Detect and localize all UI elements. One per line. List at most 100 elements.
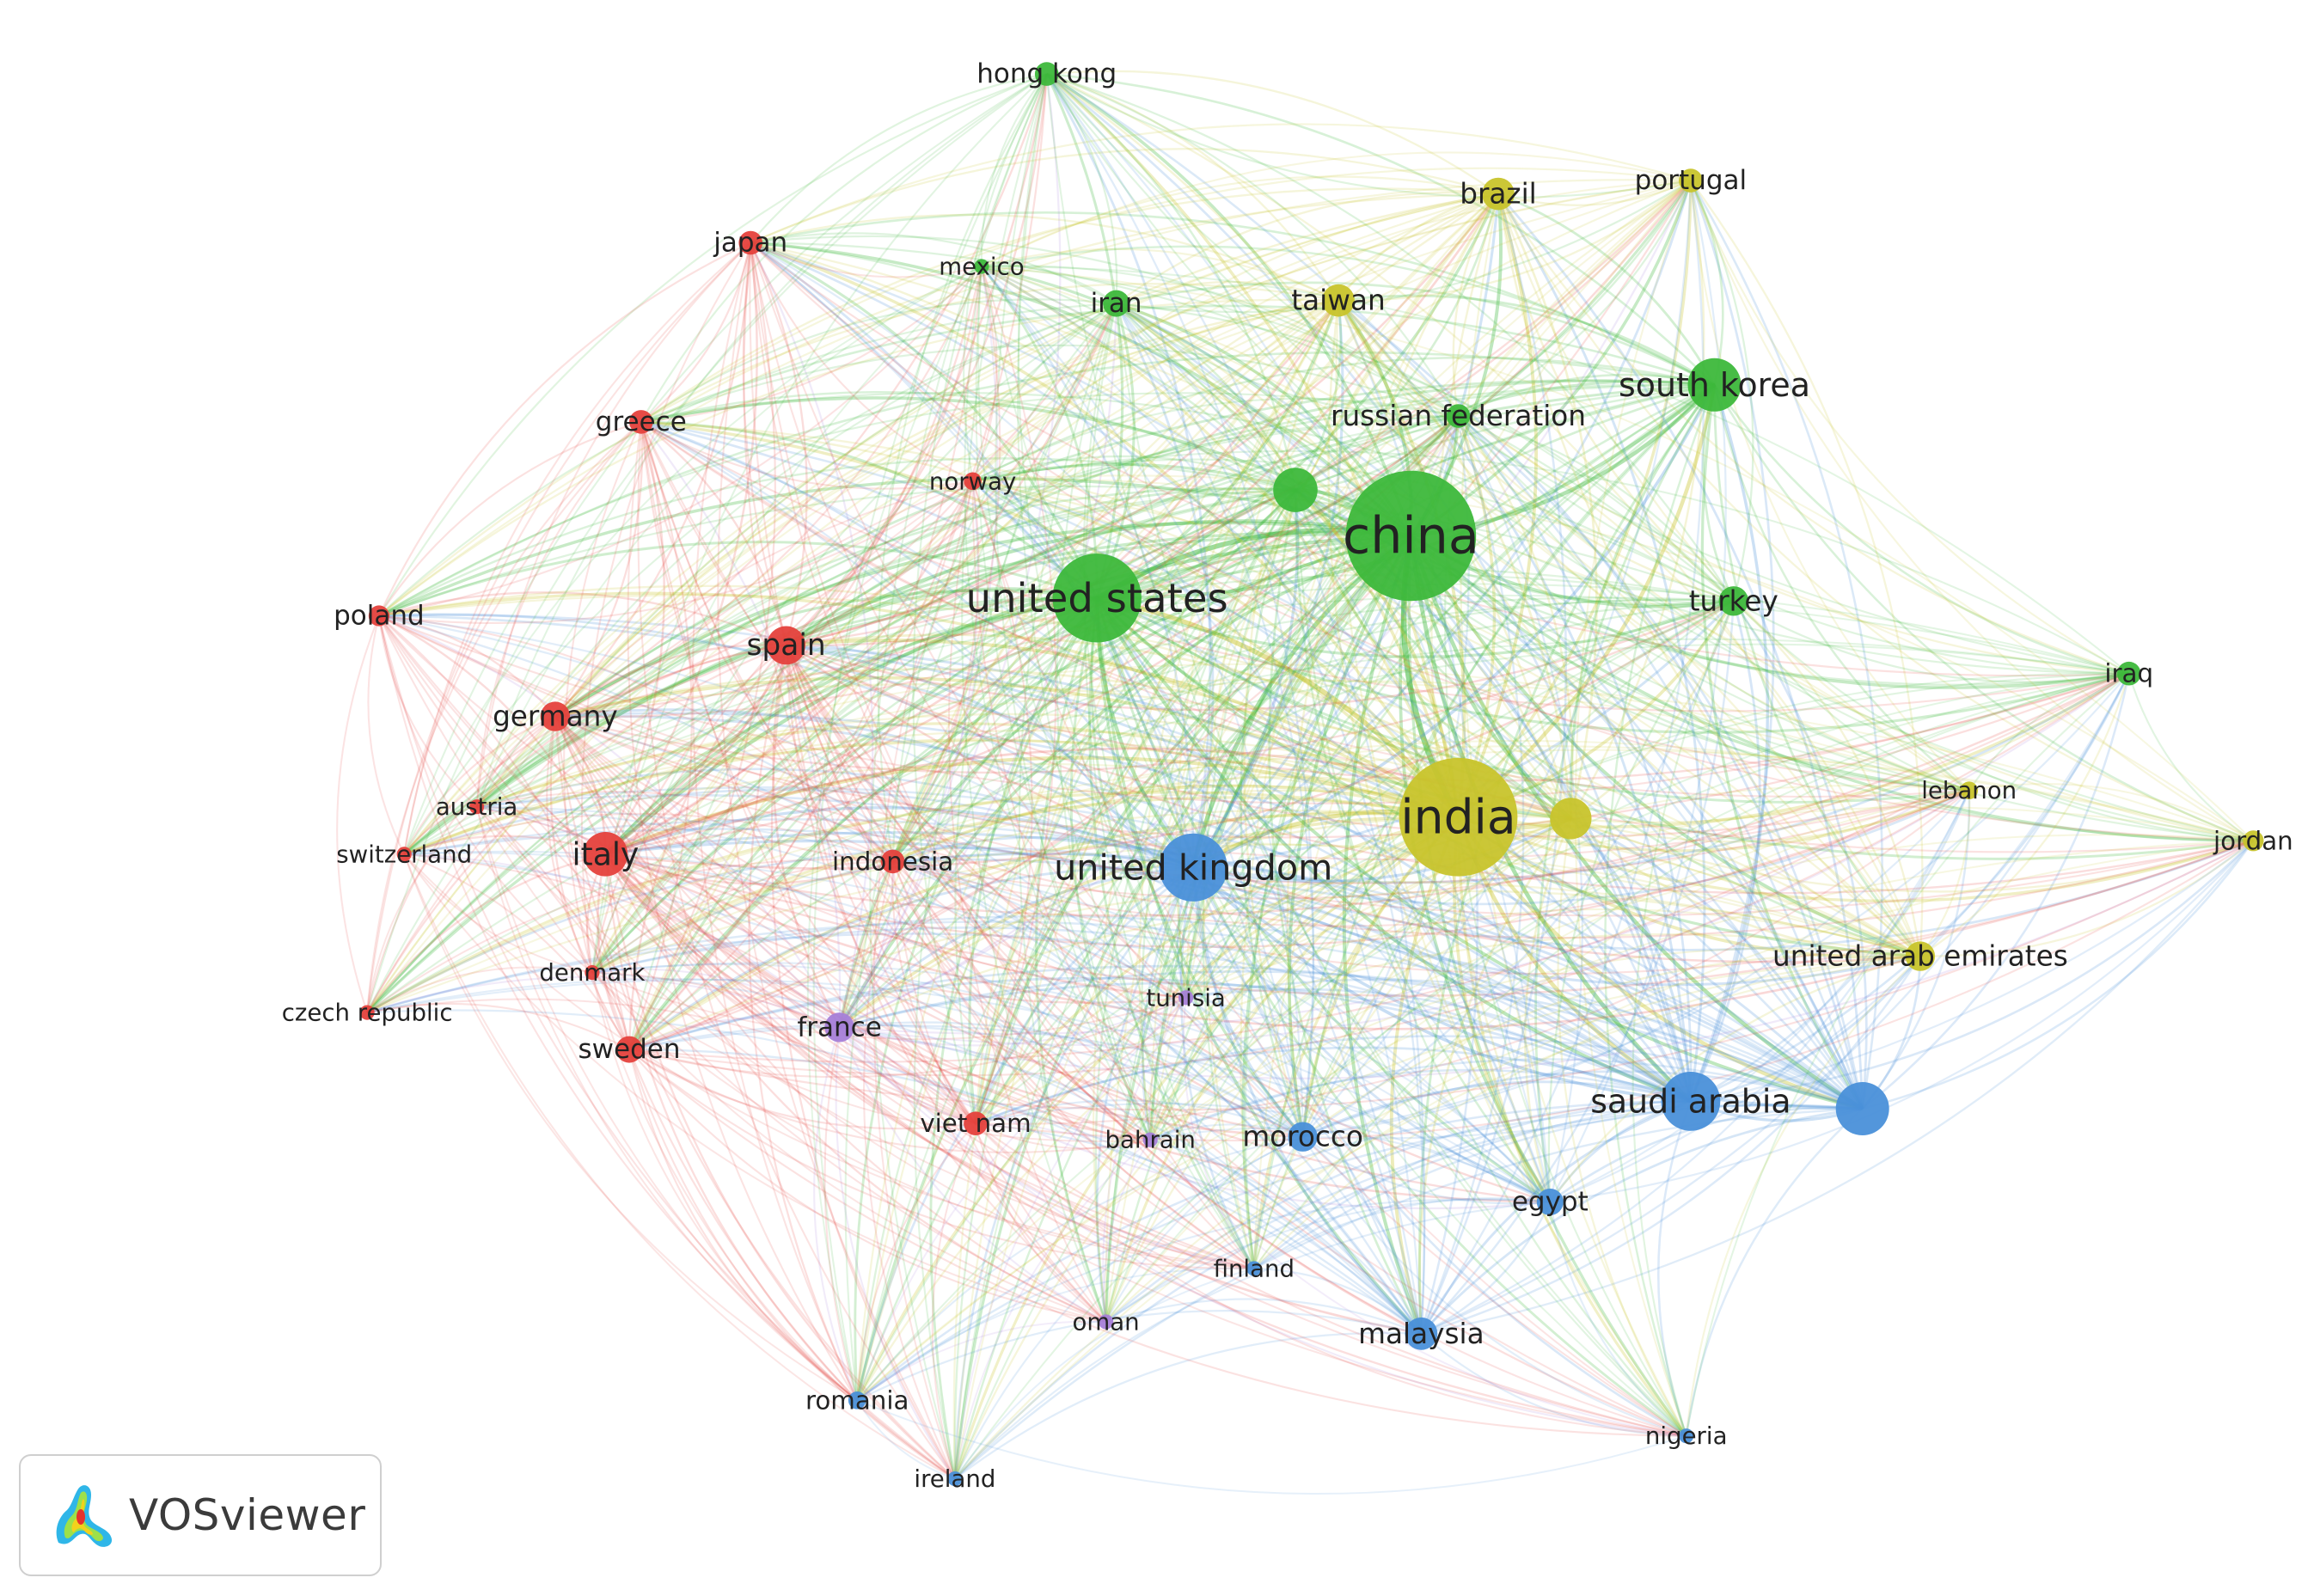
node-bahrain[interactable] <box>1142 1132 1158 1147</box>
node-oman[interactable] <box>1099 1314 1114 1330</box>
node-morocco[interactable] <box>1288 1122 1318 1152</box>
label-greece[interactable]: greece <box>596 407 687 437</box>
label-romania[interactable]: romania <box>805 1385 909 1415</box>
node-spain[interactable] <box>767 626 805 665</box>
label-turkey[interactable]: turkey <box>1689 584 1778 617</box>
node-united-arab-emirates[interactable] <box>1905 941 1936 971</box>
label-nigeria[interactable]: nigeria <box>1645 1422 1728 1450</box>
label-united-kingdom[interactable]: united kingdom <box>1054 847 1332 888</box>
node-turkey[interactable] <box>1718 586 1749 616</box>
label-taiwan[interactable]: taiwan <box>1291 284 1385 317</box>
label-brazil[interactable]: brazil <box>1460 178 1537 211</box>
node-hong-kong[interactable] <box>1034 62 1059 86</box>
label-iraq[interactable]: iraq <box>2104 659 2153 688</box>
label-indonesia[interactable]: indonesia <box>832 847 953 876</box>
label-denmark[interactable]: denmark <box>539 958 645 987</box>
label-france[interactable]: france <box>797 1012 881 1043</box>
label-morocco[interactable]: morocco <box>1242 1121 1363 1153</box>
node-czech-republic[interactable] <box>359 1005 375 1020</box>
node-unlabeled-green[interactable] <box>1273 468 1318 512</box>
label-united-arab-emirates[interactable]: united arab emirates <box>1772 940 2068 973</box>
node-ireland[interactable] <box>947 1471 963 1487</box>
node-united-states[interactable] <box>1052 553 1142 643</box>
label-china[interactable]: china <box>1343 507 1479 566</box>
node-romania[interactable] <box>848 1391 866 1409</box>
link-unlabeled-blue-norway <box>972 480 1864 1110</box>
label-saudi-arabia[interactable]: saudi arabia <box>1590 1082 1791 1120</box>
label-switzerland[interactable]: switzerland <box>336 840 472 868</box>
link-unlabeled-blue-tunisia <box>1185 978 1864 1110</box>
label-poland[interactable]: poland <box>334 601 425 632</box>
node-italy[interactable] <box>583 832 628 877</box>
node-russian-federation[interactable] <box>1446 404 1471 428</box>
node-indonesia[interactable] <box>880 849 905 874</box>
label-oman[interactable]: oman <box>1073 1308 1140 1336</box>
link-unlabeled-green-portugal <box>1295 180 1692 492</box>
link-unlabeled-blue-switzerland <box>403 818 1864 1110</box>
node-austria[interactable] <box>469 799 485 815</box>
label-austria[interactable]: austria <box>436 792 518 821</box>
node-india[interactable] <box>1399 757 1518 877</box>
node-china[interactable] <box>1345 470 1477 602</box>
node-iraq[interactable] <box>2116 661 2141 686</box>
label-norway[interactable]: norway <box>929 467 1017 495</box>
node-egypt[interactable] <box>1536 1189 1564 1215</box>
node-malaysia[interactable] <box>1405 1317 1438 1350</box>
node-brazil[interactable] <box>1482 177 1515 211</box>
label-sweden[interactable]: sweden <box>578 1034 681 1065</box>
node-taiwan[interactable] <box>1322 284 1355 317</box>
link-india-poland <box>378 591 1460 819</box>
label-ireland[interactable]: ireland <box>914 1465 995 1493</box>
vosviewer-badge[interactable]: VOSviewer <box>19 1454 382 1576</box>
node-greece[interactable] <box>629 410 653 434</box>
node-unlabeled-blue[interactable] <box>1835 1082 1889 1135</box>
label-czech-republic[interactable]: czech republic <box>282 999 453 1027</box>
label-hong-kong[interactable]: hong kong <box>976 58 1117 89</box>
label-japan[interactable]: japan <box>713 228 787 259</box>
node-finland[interactable] <box>1246 1261 1262 1276</box>
node-south-korea[interactable] <box>1687 358 1742 412</box>
node-poland[interactable] <box>368 605 389 627</box>
label-mexico[interactable]: mexico <box>939 253 1024 281</box>
label-egypt[interactable]: egypt <box>1512 1187 1589 1218</box>
label-iran[interactable]: iran <box>1091 288 1142 319</box>
node-france[interactable] <box>824 1012 854 1043</box>
label-germany[interactable]: germany <box>493 700 618 733</box>
label-viet-nam[interactable]: viet nam <box>920 1109 1031 1138</box>
node-tunisia[interactable] <box>1178 990 1194 1006</box>
label-united-states[interactable]: united states <box>966 575 1228 621</box>
label-lebanon[interactable]: lebanon <box>1921 776 2017 804</box>
node-iran[interactable] <box>1103 290 1130 317</box>
link-china-egypt <box>1399 535 1552 1203</box>
node-saudi-arabia[interactable] <box>1661 1072 1721 1131</box>
node-japan[interactable] <box>738 230 762 255</box>
label-south-korea[interactable]: south korea <box>1619 366 1810 404</box>
node-portugal[interactable] <box>1679 168 1703 193</box>
label-portugal[interactable]: portugal <box>1635 165 1747 196</box>
label-bahrain[interactable]: bahrain <box>1105 1126 1196 1154</box>
label-russian-federation[interactable]: russian federation <box>1331 400 1586 432</box>
node-switzerland[interactable] <box>396 847 412 862</box>
label-italy[interactable]: italy <box>572 835 639 872</box>
link-south-korea-morocco <box>1301 383 1716 1137</box>
node-sweden[interactable] <box>615 1036 643 1063</box>
node-nigeria[interactable] <box>1679 1428 1694 1444</box>
label-tunisia[interactable]: tunisia <box>1146 983 1225 1012</box>
node-denmark[interactable] <box>585 965 600 981</box>
node-mexico[interactable] <box>974 259 989 274</box>
link-turkey-czech-republic <box>366 596 1734 1013</box>
node-viet-nam[interactable] <box>964 1111 988 1135</box>
link-unlabeled-blue-morocco <box>1302 1070 1864 1138</box>
node-germany[interactable] <box>540 701 571 731</box>
label-spain[interactable]: spain <box>747 628 826 663</box>
node-lebanon[interactable] <box>1960 781 1978 799</box>
label-finland[interactable]: finland <box>1214 1255 1295 1283</box>
label-malaysia[interactable]: malaysia <box>1358 1318 1484 1350</box>
label-india[interactable]: india <box>1400 790 1515 845</box>
node-unlabeled-yellow[interactable] <box>1550 798 1592 840</box>
label-jordan[interactable]: jordan <box>2213 826 2293 855</box>
node-norway[interactable] <box>964 472 982 491</box>
node-jordan[interactable] <box>2243 830 2264 852</box>
node-united-kingdom[interactable] <box>1159 833 1227 902</box>
